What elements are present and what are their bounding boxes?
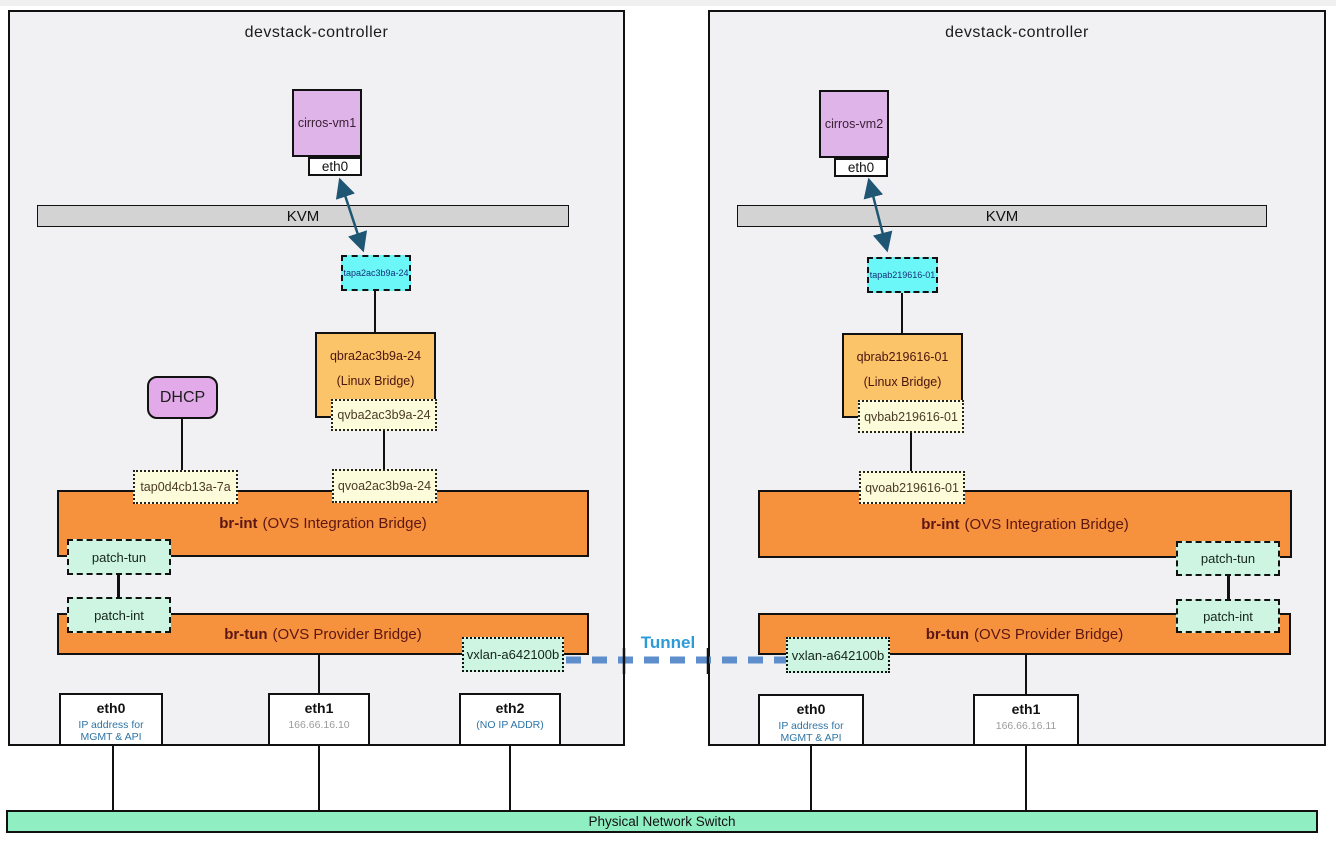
left-br-tun-name: br-tun — [224, 625, 268, 643]
connector-eth1-switch-right — [1025, 746, 1027, 810]
right-qvb-veth: qvbab219616-01 — [858, 400, 964, 433]
left-kvm-label: KVM — [286, 207, 320, 225]
right-kvm-label: KVM — [985, 207, 1019, 225]
connector-tap-qbr-right — [901, 293, 903, 333]
left-qvb-label: qvba2ac3b9a-24 — [337, 408, 431, 422]
connector-qvb-qvo-right — [910, 433, 912, 471]
bottom-strip — [0, 0, 1336, 6]
left-br-int-name: br-int — [219, 515, 258, 532]
right-kvm-bar: KVM — [737, 205, 1267, 227]
connector-eth0-switch-left — [112, 746, 114, 810]
connector-tap-qbr-left — [374, 291, 376, 332]
left-tap-interface: tapa2ac3b9a-24 — [341, 255, 411, 291]
connector-brtun-eth1-left — [318, 655, 320, 693]
left-qbr-name: qbra2ac3b9a-24 — [329, 349, 422, 363]
left-qvb-veth: qvba2ac3b9a-24 — [331, 399, 437, 431]
right-nic-eth1-desc: 166.66.16.11 — [995, 720, 1057, 732]
connector-patch-right — [1227, 575, 1230, 600]
left-tap-label: tapa2ac3b9a-24 — [343, 268, 409, 278]
vm-cirros-vm1-label: cirros-vm1 — [297, 116, 357, 130]
vm2-eth0-label: eth0 — [847, 160, 875, 175]
dhcp-tap-interface: tap0d4cb13a-7a — [133, 470, 238, 504]
left-patch-tun-port: patch-tun — [67, 539, 171, 575]
left-kvm-bar: KVM — [37, 205, 569, 227]
left-qbr-subtitle: (Linux Bridge) — [336, 374, 415, 388]
connector-qvb-qvo-left — [383, 431, 385, 469]
left-nic-eth1-desc: 166.66.16.10 — [288, 719, 350, 731]
physical-network-switch-label: Physical Network Switch — [588, 814, 736, 829]
left-nic-eth1-label: eth1 — [304, 700, 334, 716]
right-tap-interface: tapab219616-01 — [867, 257, 938, 293]
left-nic-eth2: eth2 (NO IP ADDR) — [459, 693, 561, 746]
left-nic-eth0-desc: IP address for MGMT & API — [78, 719, 144, 743]
left-patch-int-label: patch-int — [94, 607, 144, 623]
vm-cirros-vm2-label: cirros-vm2 — [824, 117, 884, 131]
vm-cirros-vm1: cirros-vm1 — [292, 89, 362, 157]
left-nic-eth1: eth1 166.66.16.10 — [268, 693, 370, 746]
left-nic-eth2-desc: (NO IP ADDR) — [476, 719, 544, 731]
right-br-tun-desc: (OVS Provider Bridge) — [974, 625, 1124, 643]
right-nic-eth1: eth1 166.66.16.11 — [973, 694, 1079, 746]
dhcp-tap-label: tap0d4cb13a-7a — [140, 480, 231, 494]
right-br-int-desc: (OVS Integration Bridge) — [964, 515, 1129, 533]
right-patch-int-label: patch-int — [1203, 608, 1253, 624]
tunnel-label: Tunnel — [640, 633, 696, 652]
physical-network-switch-bar: Physical Network Switch — [6, 810, 1318, 833]
vm2-eth0-port: eth0 — [834, 158, 888, 177]
connector-eth2-switch-left — [509, 746, 511, 810]
right-qvo-label: qvoab219616-01 — [865, 480, 959, 495]
left-br-tun-desc: (OVS Provider Bridge) — [272, 625, 422, 643]
right-tap-label: tapab219616-01 — [869, 270, 936, 280]
right-controller-title: devstack-controller — [945, 24, 1089, 41]
connector-eth1-switch-left — [318, 746, 320, 810]
left-nic-eth2-label: eth2 — [495, 700, 525, 716]
right-br-int-name: br-int — [921, 515, 960, 533]
right-nic-eth0-label: eth0 — [796, 701, 826, 717]
right-qbr-subtitle: (Linux Bridge) — [863, 375, 942, 389]
left-nic-eth0-label: eth0 — [96, 700, 126, 716]
right-patch-tun-label: patch-tun — [1200, 551, 1256, 566]
left-patch-int-port: patch-int — [67, 597, 171, 633]
right-vxlan-label: vxlan-a642100b — [791, 647, 885, 663]
left-controller-title: devstack-controller — [244, 24, 389, 41]
left-qvo-label: qvoa2ac3b9a-24 — [337, 479, 432, 493]
right-qbr-name: qbrab219616-01 — [856, 350, 949, 364]
connector-patch-left — [117, 574, 120, 598]
dhcp-label: DHCP — [159, 388, 206, 406]
right-nic-eth0-desc: IP address for MGMT & API — [778, 720, 844, 744]
connector-brtun-eth1-right — [1025, 655, 1027, 694]
left-nic-eth0: eth0 IP address for MGMT & API — [59, 693, 163, 746]
right-br-tun-name: br-tun — [925, 625, 970, 643]
left-qvo-veth: qvoa2ac3b9a-24 — [332, 469, 437, 503]
right-nic-eth0: eth0 IP address for MGMT & API — [758, 694, 864, 746]
right-qvb-label: qvbab219616-01 — [864, 409, 958, 424]
vm1-eth0-port: eth0 — [308, 157, 362, 176]
right-vxlan-endpoint: vxlan-a642100b — [786, 637, 890, 673]
dhcp-node: DHCP — [147, 376, 218, 419]
left-patch-tun-label: patch-tun — [91, 549, 147, 565]
vm1-eth0-label: eth0 — [321, 159, 349, 174]
vm-cirros-vm2: cirros-vm2 — [819, 90, 889, 158]
connector-eth0-switch-right — [810, 746, 812, 810]
right-patch-tun-port: patch-tun — [1176, 541, 1280, 576]
right-qvo-veth: qvoab219616-01 — [859, 471, 965, 504]
connector-dhcp-tap — [181, 419, 183, 470]
right-patch-int-port: patch-int — [1176, 599, 1280, 633]
right-nic-eth1-label: eth1 — [1011, 701, 1041, 717]
left-vxlan-endpoint: vxlan-a642100b — [462, 637, 564, 672]
left-br-int-desc: (OVS Integration Bridge) — [262, 515, 427, 532]
left-vxlan-label: vxlan-a642100b — [466, 647, 560, 662]
